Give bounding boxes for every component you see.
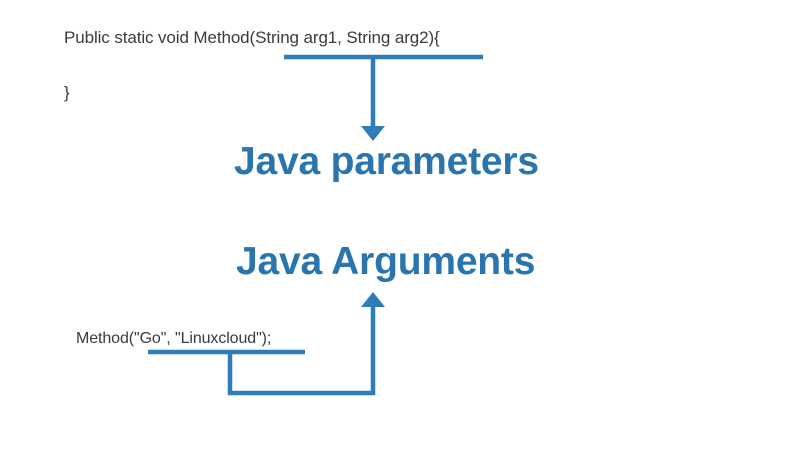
closing-brace-code: } — [64, 83, 70, 102]
java-arguments-label: Java Arguments — [236, 240, 536, 283]
method-signature-code: Public static void Method(String arg1, S… — [64, 28, 440, 47]
method-call-code: Method("Go", "Linuxcloud"); — [76, 330, 272, 347]
java-parameters-label: Java parameters — [234, 140, 539, 183]
arguments-arrow-head-icon — [361, 292, 385, 307]
arguments-arrow-path — [227, 305, 376, 396]
parameters-arrow-head-icon — [361, 126, 385, 141]
